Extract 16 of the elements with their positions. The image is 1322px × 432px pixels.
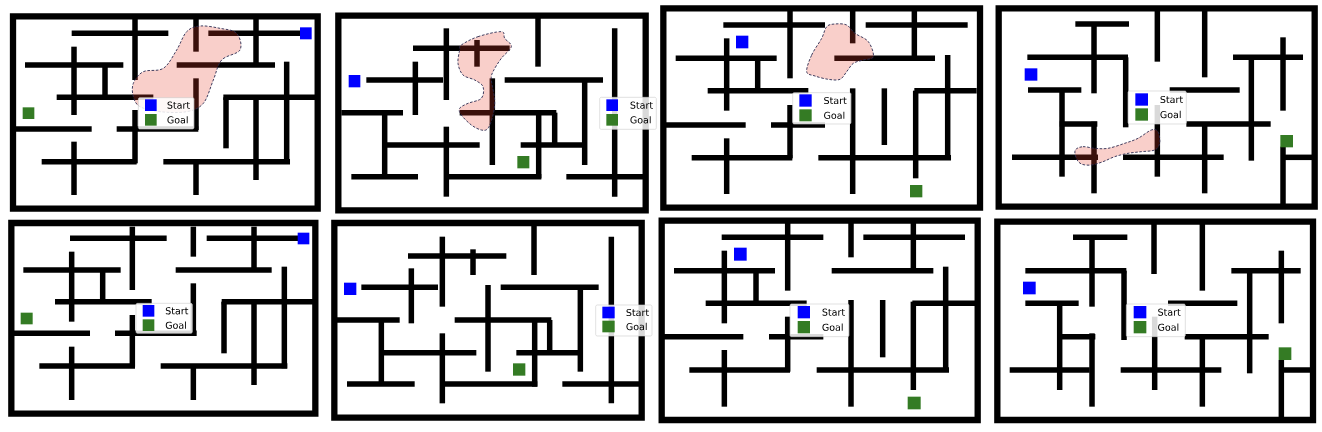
- legend-label: Start: [1158, 308, 1181, 316]
- legend-label: Goal: [165, 321, 186, 329]
- legend-label: Start: [630, 101, 653, 109]
- legend-label: Goal: [822, 323, 843, 331]
- legend-label: Goal: [1160, 110, 1181, 119]
- legend-label: Start: [626, 308, 649, 317]
- legend-label: Goal: [626, 322, 647, 331]
- legend-label: Goal: [630, 116, 651, 124]
- legend-label: Start: [167, 101, 190, 109]
- legend-label: Start: [1160, 95, 1183, 104]
- legend-label: Start: [824, 96, 847, 105]
- legend-label: Goal: [1158, 323, 1179, 331]
- legend-label: Start: [165, 307, 189, 315]
- legend-label: Goal: [167, 116, 188, 124]
- legend-label: Goal: [824, 111, 845, 119]
- legend-label: Start: [822, 308, 845, 316]
